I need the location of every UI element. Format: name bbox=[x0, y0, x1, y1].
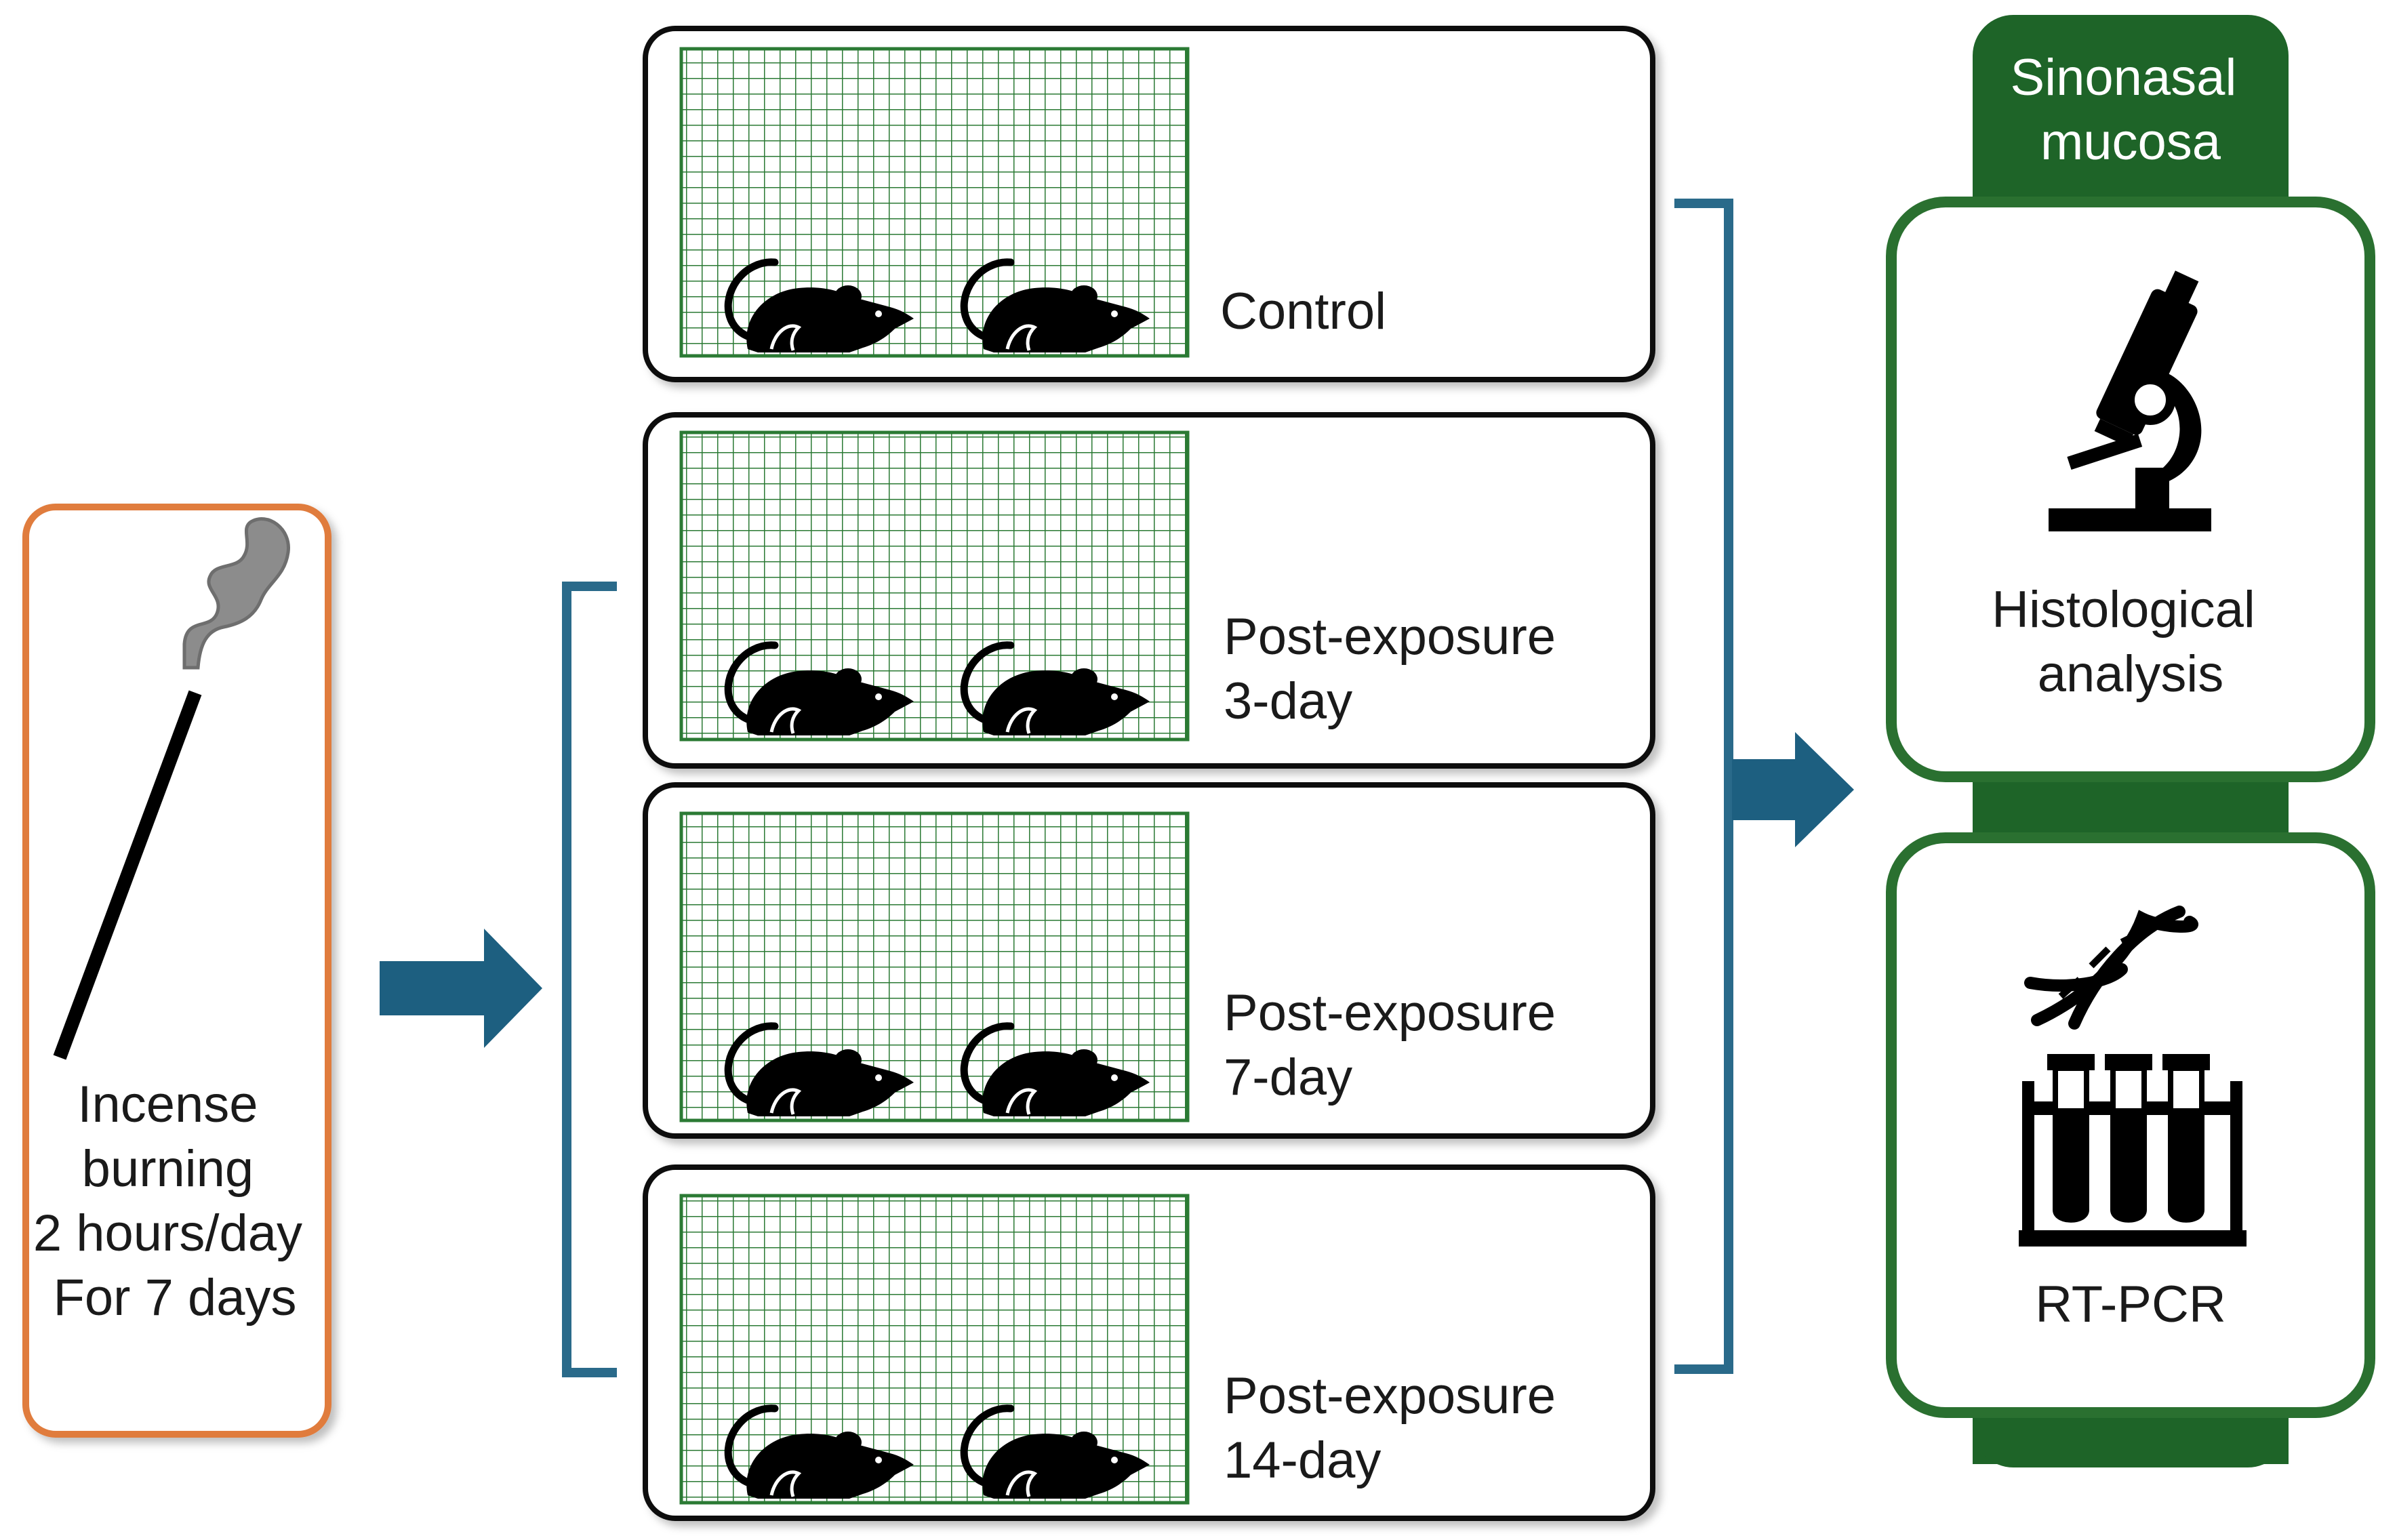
dna-icon bbox=[2024, 906, 2198, 1030]
exposure-line: Incense bbox=[77, 1076, 258, 1133]
group-post-exposure-14-day: Post-exposure 14-day bbox=[643, 1164, 1655, 1521]
analysis-label: Histological analysis bbox=[1992, 581, 2270, 703]
exposure-line: For 7 days bbox=[53, 1269, 296, 1326]
group-label: Post-exposure 3-day bbox=[1224, 608, 1570, 730]
tissue-label: Sinonasal mucosa bbox=[2011, 49, 2251, 171]
group-post-exposure-3-day: Post-exposure 3-day bbox=[643, 412, 1655, 769]
group-label: Control bbox=[1220, 283, 1386, 340]
group-post-exposure-7-day: Post-exposure 7-day bbox=[643, 782, 1655, 1139]
right-arrow-icon bbox=[380, 929, 542, 1048]
microscope-icon bbox=[2049, 270, 2211, 531]
incense-stick-icon bbox=[53, 517, 290, 1060]
group-bracket-left bbox=[562, 582, 617, 1377]
exposure-line: 2 hours/day bbox=[33, 1204, 302, 1262]
test-tubes-icon bbox=[2019, 1054, 2247, 1247]
group-label: Post-exposure 14-day bbox=[1224, 1367, 1570, 1489]
group-bracket-right bbox=[1674, 199, 1733, 1374]
exposure-label: Incense burning 2 hours/day For 7 days bbox=[33, 1076, 317, 1326]
analysis-card-rt-pcr: RT-PCR bbox=[1886, 832, 2375, 1418]
exposure-line: burning bbox=[82, 1140, 254, 1198]
group-label: Post-exposure 7-day bbox=[1224, 984, 1570, 1106]
analysis-label: RT-PCR bbox=[2035, 1276, 2226, 1333]
group-control: Control bbox=[643, 26, 1655, 382]
analysis-card bbox=[1886, 197, 2375, 782]
exposure-box bbox=[22, 504, 331, 1438]
exposure-panel: Incense burning 2 hours/day For 7 days bbox=[22, 504, 331, 1438]
right-arrow-icon bbox=[1732, 732, 1854, 847]
analysis-panel: Sinonasal mucosa Histologi bbox=[1886, 15, 2375, 1467]
analysis-card-histology: Histological analysis bbox=[1886, 197, 2375, 782]
